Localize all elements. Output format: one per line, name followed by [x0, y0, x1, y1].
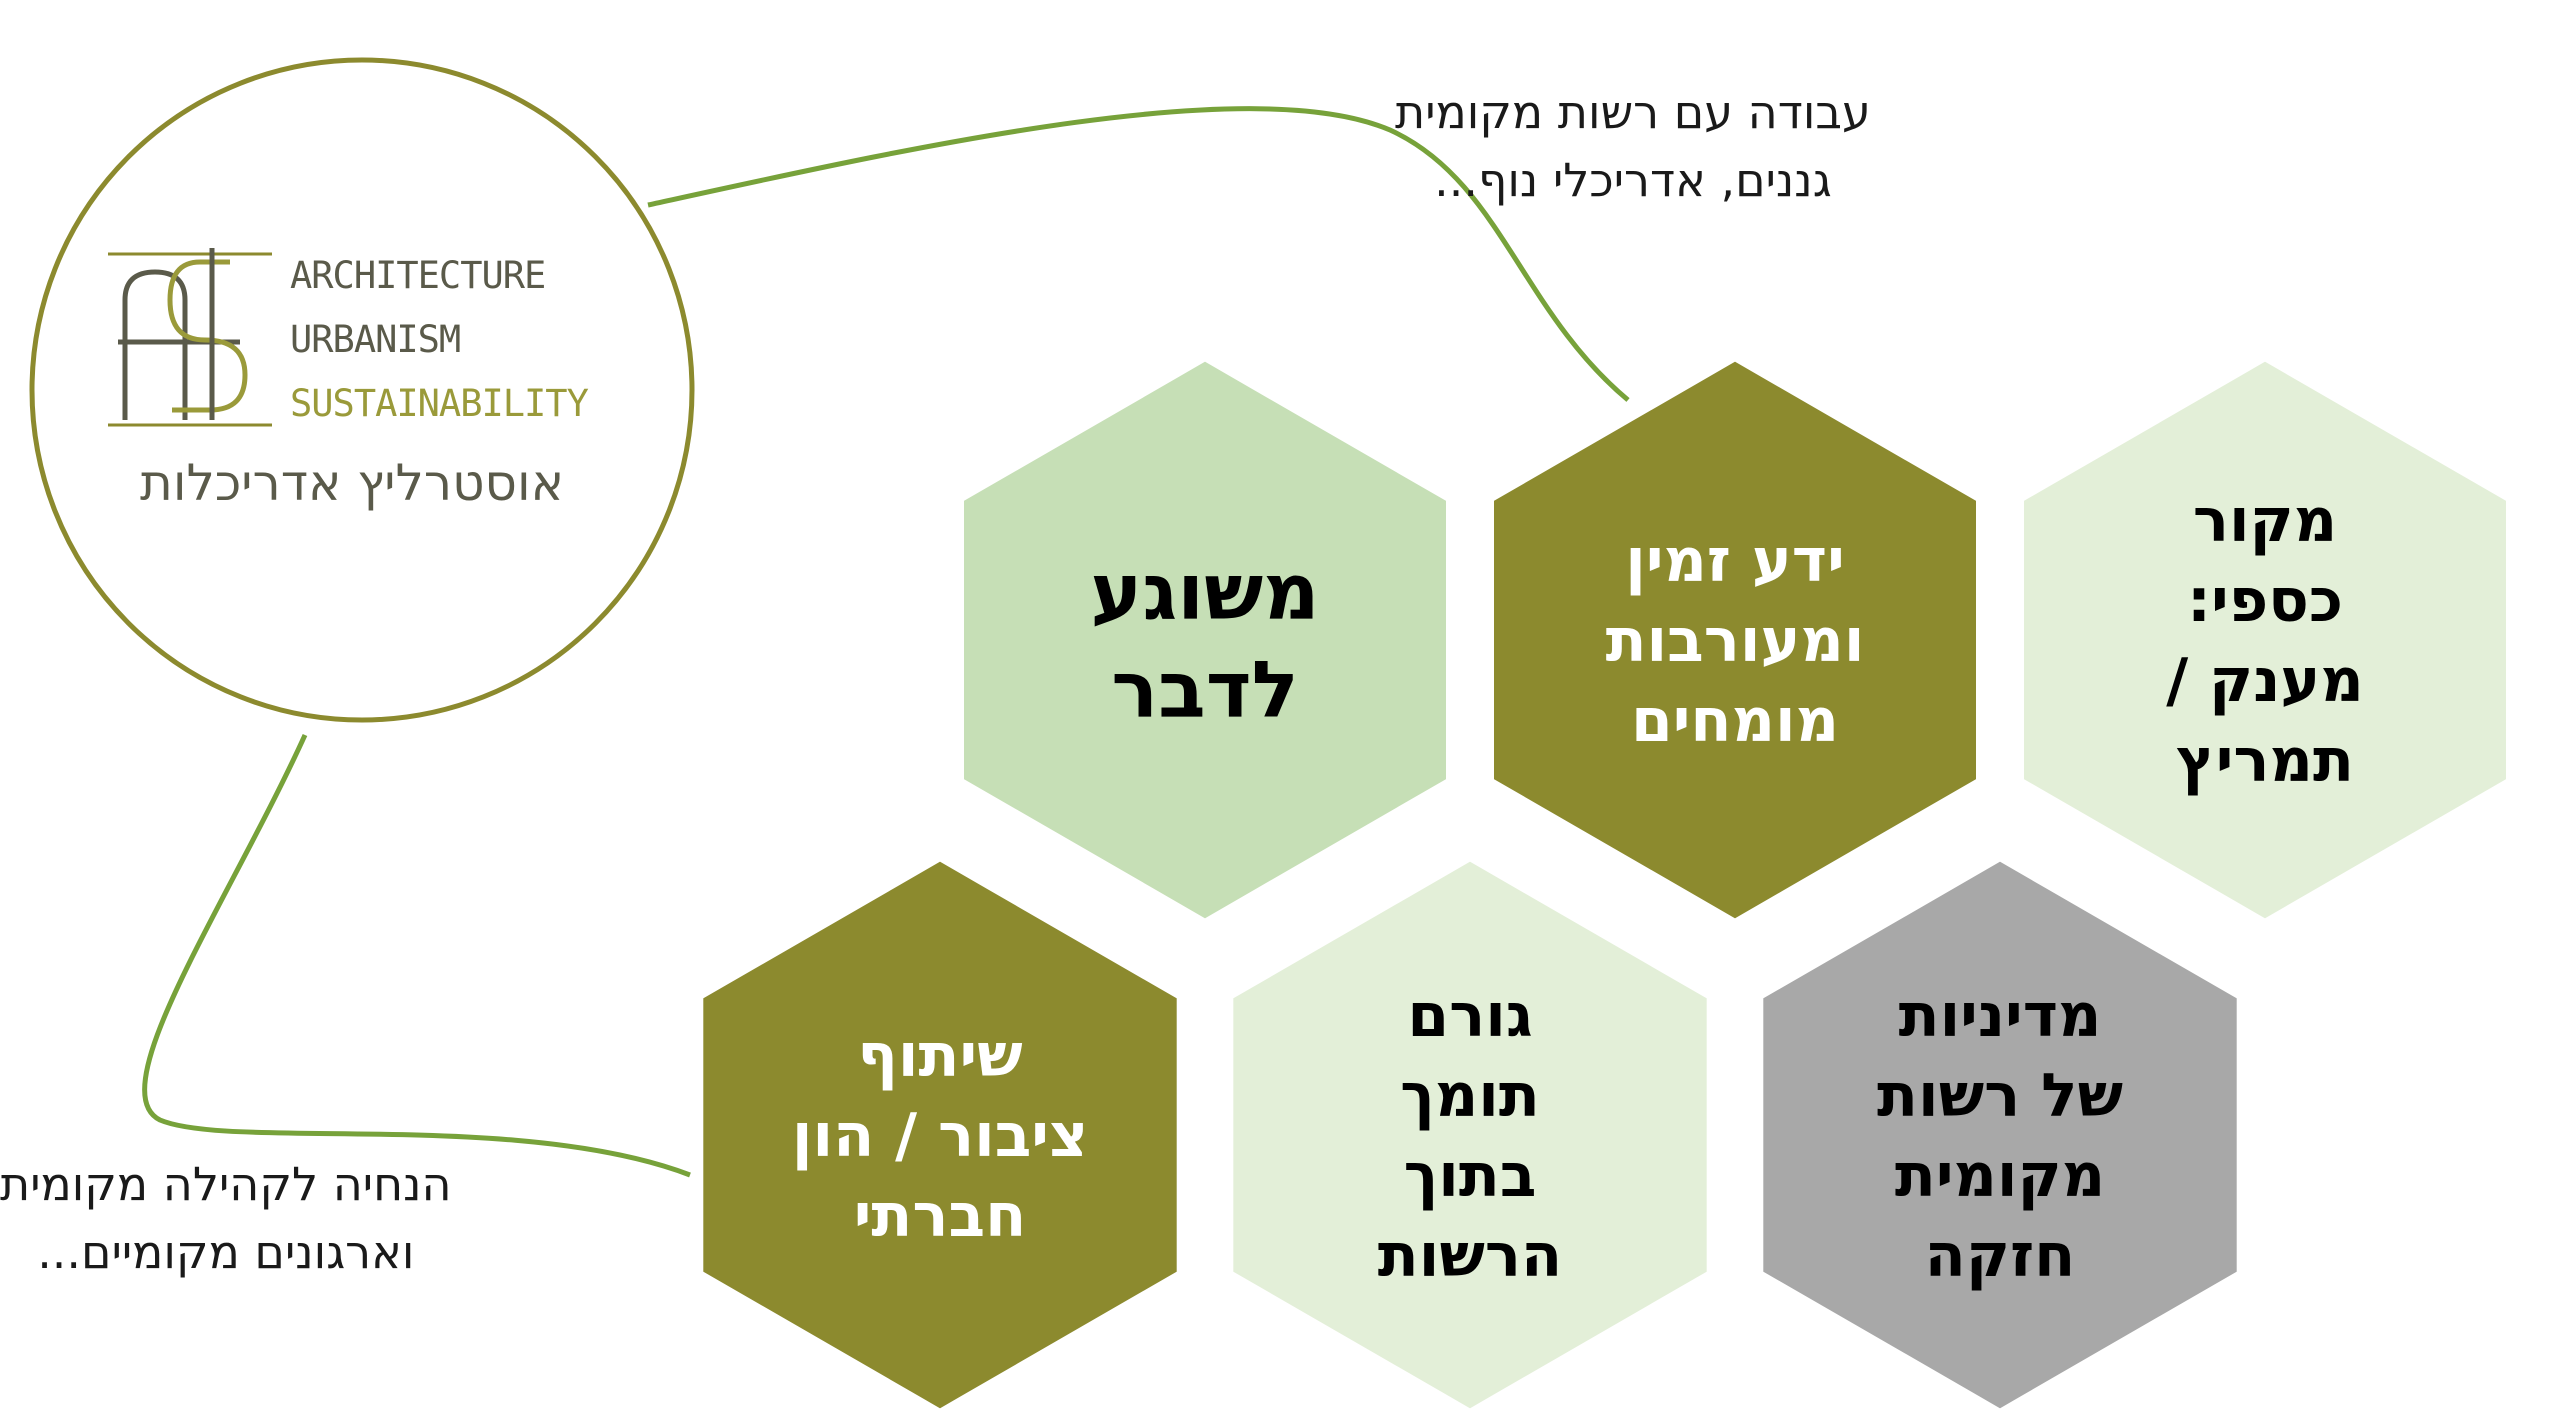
note-top: עבודה עם רשות מקומית גננים, אדריכלי נוף.… — [1395, 78, 1871, 214]
logo-hebrew-name: אוסטרליץ אדריכלות — [140, 454, 564, 512]
hexagon-knowledge-line-2: ומעורבות — [1606, 606, 1865, 676]
hexagon-passion-line-1: משוגע — [1090, 547, 1319, 637]
hexagon-participation-line-2: ציבור / הון — [792, 1101, 1088, 1171]
logo-line-urbanism: URBANISM — [290, 318, 460, 361]
logo-line-architecture: ARCHITECTURE — [290, 254, 545, 297]
hexagon-participation-line-1: שיתוף — [857, 1021, 1022, 1091]
hexagon-participation — [700, 858, 1180, 1412]
logo-line-sustainability: SUSTAINABILITY — [290, 382, 589, 425]
hexagon-policy-line-2: של רשות — [1877, 1061, 2123, 1131]
note-top-line-1: עבודה עם רשות מקומית — [1395, 85, 1871, 139]
hexagon-knowledge-line-1: ידע זמין — [1625, 526, 1845, 596]
hexagon-funding-line-4: תמריץ — [2176, 726, 2354, 796]
logo-circle — [29, 57, 695, 723]
hexagon-funding-line-3: מענק / — [2166, 646, 2364, 716]
connector-bottom — [142, 733, 691, 1178]
hexagon-policy-line-4: חזקה — [1925, 1221, 2076, 1291]
hexagon-supporter-line-4: הרשות — [1378, 1221, 1562, 1291]
note-bottom: הנחיה לקהילה מקומית וארגונים מקומיים... — [0, 1150, 452, 1286]
note-bottom-line-2: וארגונים מקומיים... — [37, 1225, 415, 1279]
hexagon-participation-line-3: חברתי — [854, 1181, 1027, 1251]
connector-top — [647, 106, 1630, 402]
hexagon-passion-line-2: לדבר — [1111, 645, 1299, 735]
hexagon-policy-line-1: מדיניות — [1899, 981, 2102, 1051]
hexagon-policy — [1760, 858, 2240, 1412]
hexagon-supporter — [1230, 858, 1710, 1412]
note-top-line-2: גננים, אדריכלי נוף... — [1434, 153, 1832, 207]
hexagon-supporter-line-2: תומך — [1400, 1061, 1540, 1131]
hexagon-supporter-line-3: בתוך — [1404, 1141, 1537, 1211]
hexagon-passion — [961, 358, 1449, 922]
hexagon-funding-line-2: כספי: — [2187, 566, 2343, 636]
hexagon-funding — [2021, 358, 2509, 922]
hexagon-policy-line-3: מקומית — [1895, 1141, 2105, 1211]
hexagon-supporter-line-1: גורם — [1407, 981, 1532, 1051]
note-bottom-line-1: הנחיה לקהילה מקומית — [0, 1157, 452, 1211]
logo-mark-icon — [108, 248, 272, 427]
hexagon-knowledge-line-3: מומחים — [1631, 686, 1839, 756]
hexagon-knowledge — [1491, 358, 1979, 922]
hexagon-funding-line-1: מקור — [2193, 486, 2337, 556]
